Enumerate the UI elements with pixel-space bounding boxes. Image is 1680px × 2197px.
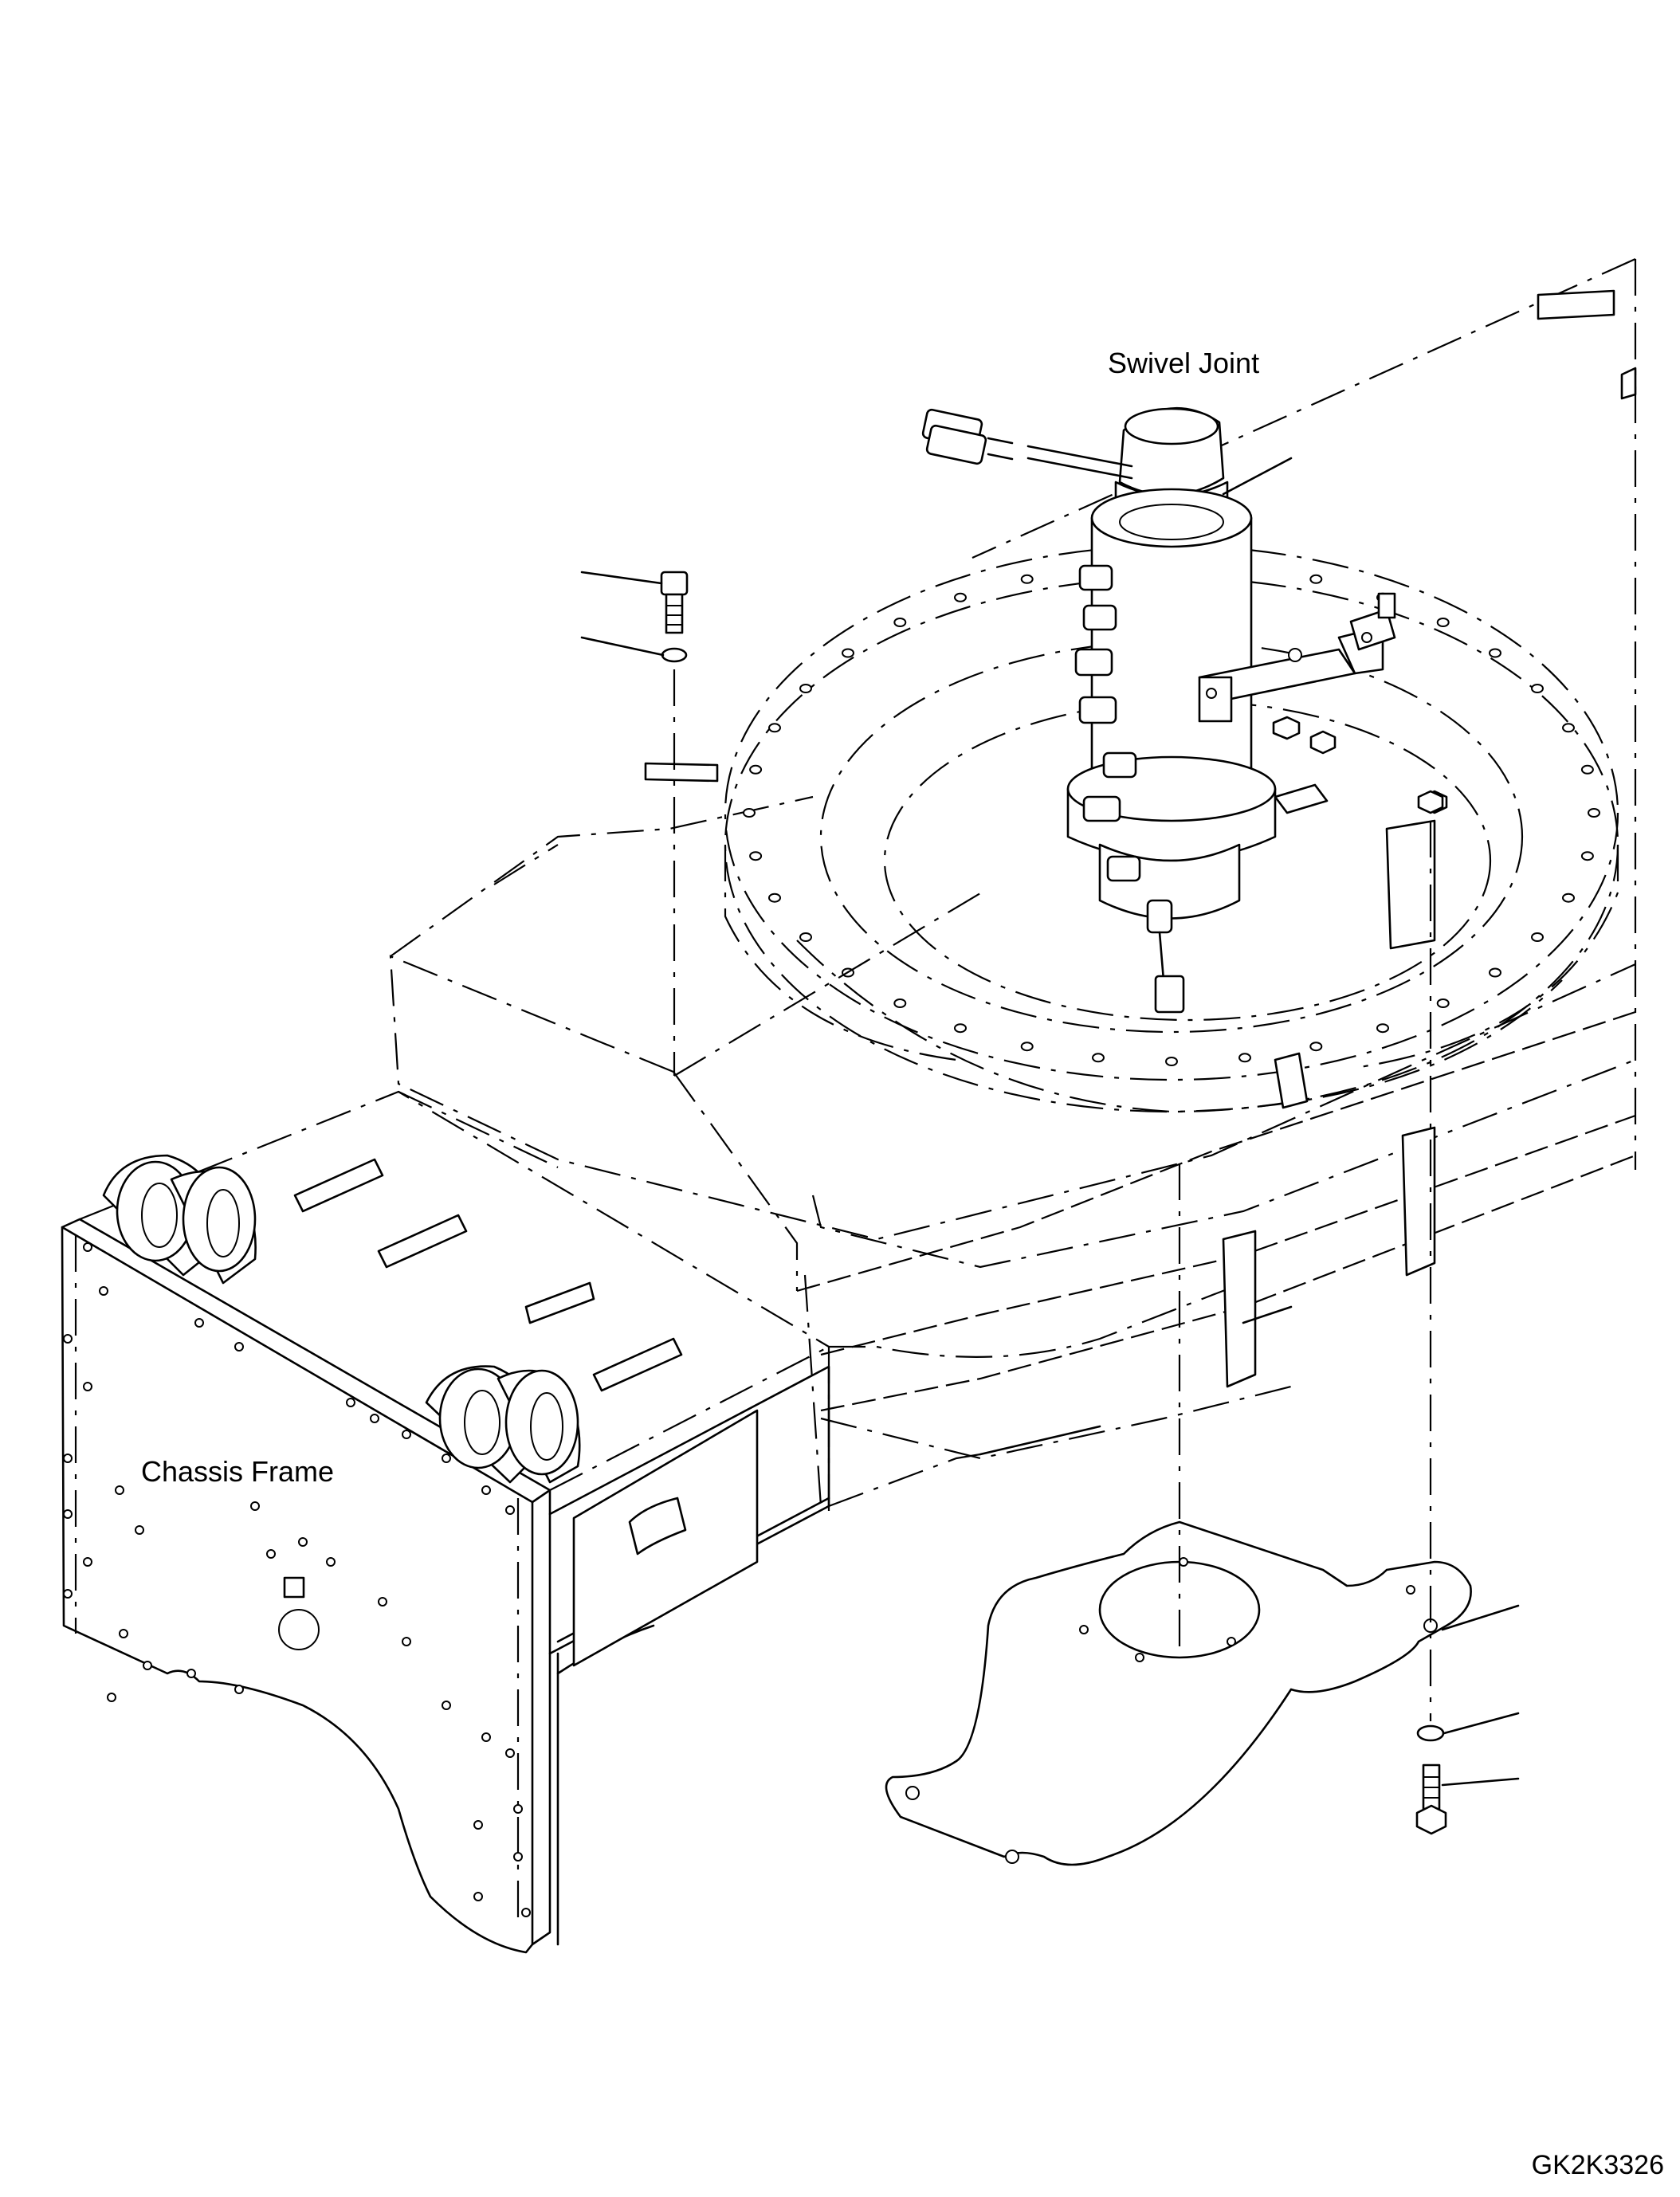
corner-block: [1620, 367, 1637, 400]
plate-hole: [402, 1637, 411, 1646]
plate-hole: [402, 1430, 411, 1439]
plate-hole: [143, 1661, 152, 1670]
ring-bolt-hole: [1092, 1053, 1105, 1063]
ring-bolt-hole: [1436, 618, 1450, 627]
ring-bolt-hole: [842, 648, 854, 658]
ring-bolt-hole: [749, 764, 763, 775]
plate-hole: [234, 1342, 244, 1352]
ring-lugs: [644, 762, 1436, 1109]
swivel-joint-label: Swivel Joint: [1108, 347, 1260, 379]
deck-block-3: [592, 1337, 683, 1392]
ring-bolt-hole: [1309, 1042, 1323, 1052]
plate-hole: [63, 1334, 73, 1344]
plate-hole: [266, 1549, 276, 1559]
plate-hole: [505, 1748, 515, 1758]
plate-hole: [107, 1693, 116, 1702]
plate-hole: [370, 1414, 379, 1423]
cover-stop-block: [1537, 289, 1615, 320]
ring-bolt-hole: [1489, 967, 1501, 978]
plate-hole: [326, 1557, 336, 1567]
ring-bolt-hole: [1580, 764, 1594, 775]
plate-hole: [194, 1318, 204, 1328]
plate-hole: [135, 1525, 144, 1535]
plate-hole: [83, 1557, 92, 1567]
plate-hole: [63, 1509, 73, 1519]
plate-hole: [481, 1732, 491, 1742]
stopper-bracket: [1198, 592, 1396, 723]
plate-hole: [473, 1892, 483, 1901]
swivel-joint: [921, 406, 1396, 1014]
ring-bolt-hole: [1376, 1023, 1389, 1034]
ring-bolt-hole: [1020, 574, 1034, 584]
ring-bolt-hole: [954, 592, 967, 602]
pin-boss-rear: [425, 1281, 595, 1484]
ring-bolt-hole: [799, 932, 812, 942]
ring-bolt-hole: [1020, 1042, 1034, 1052]
ring-bolt-hole: [1436, 998, 1450, 1008]
ring-bolt-hole: [1588, 808, 1600, 818]
ring-bolt-hole: [1165, 1057, 1178, 1066]
plate-hole: [115, 1485, 124, 1495]
plate-hole: [119, 1629, 128, 1638]
plate-hole: [186, 1669, 196, 1678]
hose-clamp: [1274, 783, 1329, 814]
plate-hole: [99, 1286, 108, 1296]
left-bolt-washer: [580, 571, 989, 1077]
ring-bolt-hole: [743, 808, 756, 818]
ring-bolt-hole: [749, 851, 763, 861]
plate-hole: [63, 1589, 73, 1599]
electrical-cable: [921, 408, 1133, 480]
deck-block-1: [293, 1158, 384, 1213]
pin-boss-front: [102, 1154, 257, 1285]
plate-holes: [63, 1242, 531, 1917]
chassis-frame: [61, 1090, 1436, 1954]
plate-hole: [83, 1242, 92, 1252]
chassis-frame-label: Chassis Frame: [141, 1455, 335, 1488]
ring-bolt-hole: [1489, 648, 1501, 658]
plate-hole: [442, 1701, 451, 1710]
plate-hole: [83, 1382, 92, 1391]
plate-hole: [513, 1852, 523, 1862]
ring-bolt-hole: [893, 618, 907, 627]
ring-bolt-hole: [1309, 574, 1323, 584]
plate-hole: [234, 1685, 244, 1694]
upper-frame-outline: [389, 257, 1637, 1507]
ring-bolt-hole: [1531, 932, 1544, 942]
plate-hole: [513, 1804, 523, 1814]
plate-hole: [481, 1485, 491, 1495]
ring-bolt-hole: [1580, 851, 1594, 861]
plate-hole: [378, 1597, 387, 1607]
side-mount-2: [1401, 1126, 1436, 1277]
bottom-cover-plate: [885, 1163, 1520, 1866]
ring-bolt-hole: [768, 893, 781, 903]
ring-bolt-hole: [1531, 684, 1544, 693]
drawing-reference-code: GK2K3326: [1531, 2150, 1664, 2180]
ring-bolt-hole: [1562, 893, 1575, 903]
plate-hole: [521, 1908, 531, 1917]
ring-bolt-hole: [1238, 1053, 1251, 1063]
ring-bolt-hole: [893, 998, 907, 1008]
plate-hole: [346, 1398, 355, 1407]
plate-hole: [473, 1820, 483, 1830]
plate-hole: [505, 1505, 515, 1515]
ring-bolt-hole: [799, 684, 812, 693]
right-bolt-washer: [1415, 790, 1520, 1835]
ring-bolt-hole: [1562, 723, 1575, 733]
plate-hole: [298, 1537, 308, 1547]
plate-hole: [63, 1454, 73, 1463]
plate-hole: [442, 1454, 451, 1463]
ring-bolt-hole: [954, 1023, 967, 1034]
side-mount-1: [1222, 1230, 1257, 1388]
ring-bolt-hole: [768, 723, 781, 733]
plate-hole: [250, 1501, 260, 1511]
deck-block-2: [377, 1214, 468, 1269]
